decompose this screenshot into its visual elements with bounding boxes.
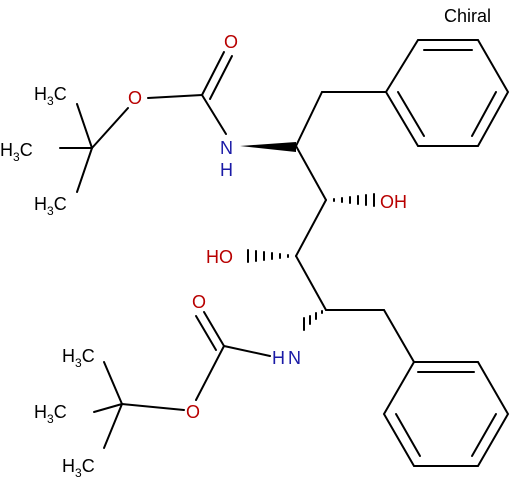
svg-text:H3C: H3C — [62, 456, 95, 480]
top-boc-group: H3C H3C H3C O O — [0, 32, 238, 218]
methyl-label-5: H3C — [34, 402, 67, 426]
svg-text:H3C: H3C — [34, 402, 67, 426]
methyl-label-1: H3C — [34, 84, 67, 108]
hydroxyl-left: HO — [206, 247, 233, 267]
carbonyl-oxygen-top: O — [224, 32, 238, 52]
chiral-label: Chiral — [444, 6, 491, 26]
svg-text:H3C: H3C — [34, 194, 67, 218]
nh-top: N H — [220, 138, 233, 180]
methyl-label-3: H3C — [34, 194, 67, 218]
nitrogen-top: N — [220, 138, 233, 158]
hash-bond-c3-oh — [333, 193, 375, 207]
ester-oxygen-top: O — [128, 88, 142, 108]
nitrogen-bottom: N — [288, 348, 301, 368]
nh-bottom: N H — [272, 348, 301, 368]
methyl-label-6: H3C — [62, 456, 95, 480]
hash-bond-c5-n — [303, 310, 323, 331]
svg-text:H3C: H3C — [62, 346, 95, 370]
svg-text:H3C: H3C — [0, 140, 33, 164]
phenyl-ring-top — [384, 39, 510, 147]
bottom-boc-group: O O H3C H3C H3C — [34, 292, 271, 480]
nitrogen-top-h: H — [220, 160, 233, 180]
wedge-bond-top — [240, 142, 296, 152]
hydroxyl-right: OH — [380, 192, 407, 212]
nitrogen-bottom-h: H — [272, 348, 285, 368]
carbonyl-oxygen-bottom: O — [192, 292, 206, 312]
methyl-label-4: H3C — [62, 346, 95, 370]
ester-oxygen-bottom: O — [186, 402, 200, 422]
phenyl-ring-bottom — [382, 361, 510, 467]
hash-bond-c4-ho — [247, 249, 289, 263]
methyl-label-2: H3C — [0, 140, 33, 164]
svg-text:H3C: H3C — [34, 84, 67, 108]
